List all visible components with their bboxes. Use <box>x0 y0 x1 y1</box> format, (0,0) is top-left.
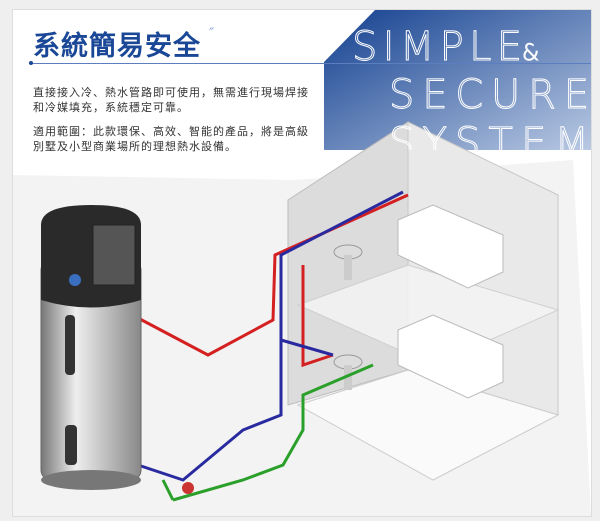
slogan-line-simple: SIMPLE <box>352 24 522 70</box>
slogan-line-system: SYSTEM <box>389 120 589 150</box>
page-title: 系統簡易安全 <box>33 31 201 62</box>
cold-water-pipe <box>137 190 404 482</box>
hot-water-pipe-riser <box>301 265 334 368</box>
pump-icon <box>182 482 194 494</box>
title-divider <box>29 63 591 64</box>
sink-lower-icon <box>333 354 363 390</box>
bathtub-lower-icon <box>397 314 504 399</box>
heat-pump-water-heater <box>40 205 142 490</box>
system-illustration <box>13 10 591 516</box>
divider-dot <box>29 61 33 65</box>
description-paragraph: 直接接入冷、熱水管路即可使用，無需進行現場焊接和冷媒填充，系統穩定可靠。 <box>33 86 309 114</box>
banner-shape <box>324 10 591 150</box>
slogan-line-secure: SECURE <box>389 72 589 118</box>
slogan-ampersand: & <box>522 41 539 66</box>
scope-paragraph: 適用範圍：此款環保、高效、智能的產品，將是高級別墅及小型商業場所的理想熱水設備。 <box>33 125 309 153</box>
quote-mark: ″ <box>209 26 215 42</box>
product-feature-panel: 系統簡易安全 ″ 直接接入冷、熱水管路即可使用，無需進行現場焊接和冷媒填充，系統… <box>12 9 592 517</box>
banner-slogan: SIMPLE & SECURE SYSTEM <box>352 24 590 151</box>
cold-water-pipe-riser <box>280 338 334 357</box>
building-floor-bottom <box>296 369 560 481</box>
building-floor-mid <box>296 264 560 366</box>
sink-upper-icon <box>333 244 363 280</box>
return-water-pipe <box>172 363 374 502</box>
return-water-pipe-branch <box>161 479 175 501</box>
bathtub-upper-icon <box>397 204 504 289</box>
